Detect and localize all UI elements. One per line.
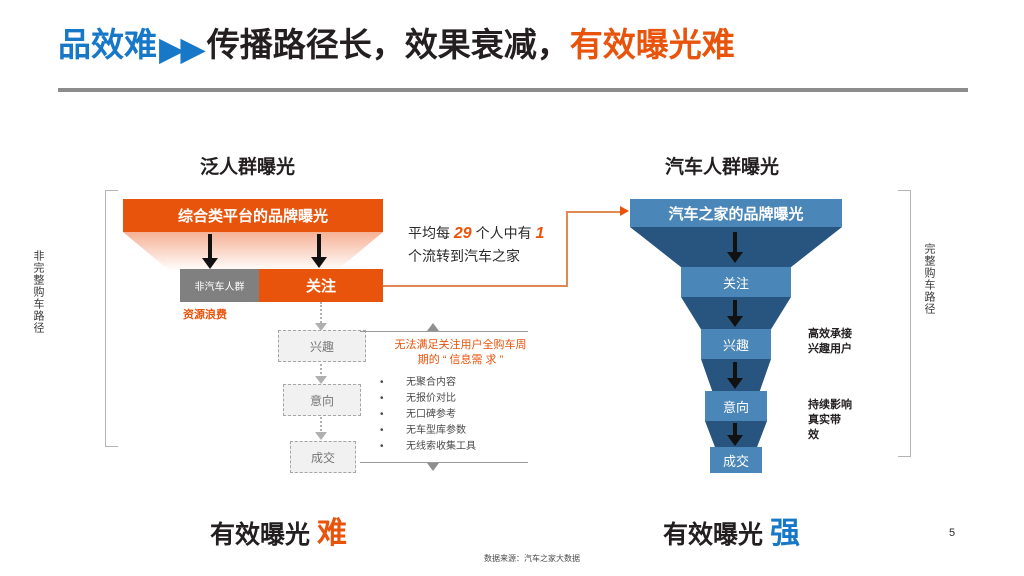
orange-connector-horizontal-upper bbox=[566, 211, 621, 213]
right-arrow-3 bbox=[733, 362, 737, 380]
dotted-connector-3 bbox=[320, 414, 322, 434]
right-stage-interest: 兴趣 bbox=[701, 329, 771, 359]
right-stage-intent: 意向 bbox=[705, 391, 767, 421]
left-funnel-gradient-trapezoid bbox=[123, 232, 383, 271]
left-arrow-to-attention-head bbox=[311, 257, 327, 268]
left-stage-interest: 兴趣 bbox=[278, 330, 366, 362]
bullet-block-bottom-rule bbox=[360, 462, 528, 463]
right-arrow-1 bbox=[733, 232, 737, 254]
right-conclusion-emphasis: 强 bbox=[769, 517, 800, 550]
right-arrow-3-head bbox=[727, 378, 743, 389]
right-note-2-line3: 效 bbox=[808, 429, 819, 441]
left-side-label: 非完整购车路径 bbox=[32, 250, 44, 334]
right-note-1-line2: 兴趣用户 bbox=[808, 343, 852, 355]
resource-waste-note: 资源浪费 bbox=[183, 309, 227, 321]
right-note-efficient-intake: 高效承接 兴趣用户 bbox=[808, 327, 852, 357]
left-nonauto-box: 非汽车人群 bbox=[180, 269, 259, 302]
right-arrow-2 bbox=[733, 300, 737, 318]
right-note-2-line1: 持续影响 bbox=[808, 399, 852, 411]
right-arrow-2-head bbox=[727, 316, 743, 327]
left-conclusion-emphasis: 难 bbox=[316, 517, 347, 550]
header-divider bbox=[58, 88, 968, 92]
bullet-block-top-rule bbox=[360, 331, 528, 332]
page-title: 品效难▶▶传播路径长，效果衰减，有效曝光难 bbox=[58, 26, 735, 65]
note-number-29: 29 bbox=[453, 225, 472, 242]
left-funnel-top-bar: 综合类平台的品牌曝光 bbox=[123, 199, 383, 232]
right-note-sustained-impact: 持续影响 真实带 效 bbox=[808, 398, 852, 443]
list-item: 无聚合内容 bbox=[380, 375, 476, 391]
dotted-arrowhead-2 bbox=[315, 376, 327, 384]
right-note-2-line2: 真实带 bbox=[808, 414, 841, 426]
left-stage-intent: 意向 bbox=[283, 384, 361, 416]
dotted-arrowhead-3 bbox=[315, 432, 327, 440]
left-stage-deal: 成交 bbox=[290, 441, 356, 473]
conversion-ratio-note: 平均每 29 个人中有 1 个流转到汽车之家 bbox=[408, 222, 560, 268]
note-post: 个流转到汽车之家 bbox=[408, 248, 520, 264]
left-bracket bbox=[105, 190, 118, 447]
bullet-block-down-arrow bbox=[427, 463, 439, 471]
title-main: 传播路径长，效果衰减， bbox=[206, 26, 570, 63]
orange-connector-arrowhead bbox=[620, 206, 629, 216]
note-mid: 个人中有 bbox=[471, 225, 536, 241]
left-arrow-to-nonauto bbox=[208, 234, 212, 260]
left-section-caption: 泛人群曝光 bbox=[200, 157, 296, 178]
list-item: 无线索收集工具 bbox=[380, 439, 476, 455]
note-pre: 平均每 bbox=[408, 225, 454, 241]
orange-connector-vertical bbox=[566, 212, 568, 287]
insufficiency-callout: 无法满足关注用户全购车周期的 “ 信息需 求 ” bbox=[394, 339, 527, 366]
list-item: 无车型库参数 bbox=[380, 423, 476, 439]
left-attention-box: 关注 bbox=[259, 269, 383, 302]
right-stage-deal: 成交 bbox=[710, 447, 762, 473]
right-funnel-top-bar: 汽车之家的品牌曝光 bbox=[630, 199, 842, 227]
left-arrow-to-nonauto-head bbox=[202, 258, 218, 269]
right-arrow-4-head bbox=[727, 435, 743, 446]
orange-connector-horizontal-lower bbox=[383, 285, 568, 287]
right-conclusion: 有效曝光 强 bbox=[663, 508, 800, 552]
double-chevron-right-icon: ▶▶ bbox=[159, 30, 206, 67]
right-section-caption: 汽车人群曝光 bbox=[665, 157, 780, 178]
right-stage-attention: 关注 bbox=[681, 267, 791, 297]
dotted-connector-2 bbox=[320, 360, 322, 378]
title-highlight: 品效难 bbox=[58, 26, 157, 63]
list-item: 无报价对比 bbox=[380, 391, 476, 407]
bullet-block-up-arrow bbox=[427, 323, 439, 331]
data-source-note: 数据来源：汽车之家大数据 bbox=[484, 554, 580, 563]
right-side-label: 完整购车路径 bbox=[923, 243, 935, 315]
list-item: 无口碑参考 bbox=[380, 407, 476, 423]
left-conclusion: 有效曝光 难 bbox=[210, 508, 347, 552]
title-emphasis: 有效曝光难 bbox=[569, 26, 735, 63]
left-arrow-to-attention bbox=[317, 234, 321, 260]
note-number-1: 1 bbox=[535, 225, 545, 242]
right-note-1-line1: 高效承接 bbox=[808, 328, 852, 340]
left-conclusion-text: 有效曝光 bbox=[210, 521, 317, 549]
page-number: 5 bbox=[949, 527, 956, 539]
right-conclusion-text: 有效曝光 bbox=[663, 521, 770, 549]
right-bracket bbox=[898, 190, 911, 457]
dotted-connector-1 bbox=[320, 302, 322, 326]
right-arrow-1-head bbox=[727, 252, 743, 263]
gap-bullet-list: 无聚合内容 无报价对比 无口碑参考 无车型库参数 无线索收集工具 bbox=[380, 375, 476, 455]
dotted-arrowhead-1 bbox=[315, 323, 327, 331]
right-arrow-4 bbox=[733, 423, 737, 437]
